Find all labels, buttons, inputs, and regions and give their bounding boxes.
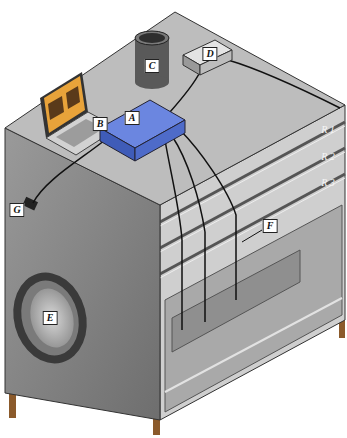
open-compartment	[165, 205, 342, 412]
callout-letter: C	[145, 59, 160, 73]
wire	[165, 140, 182, 330]
callout-letter: A	[125, 111, 140, 125]
callout-letter: D	[202, 47, 217, 61]
shelf-edge	[165, 298, 342, 392]
rack-label: R 2	[321, 152, 335, 162]
wire	[172, 136, 205, 322]
top-panel	[5, 12, 345, 205]
callout-letter: G	[9, 203, 24, 217]
display-panel	[66, 86, 80, 109]
rack-label: R 1	[321, 125, 335, 135]
callout-letter: B	[93, 117, 108, 131]
logger-box	[100, 128, 135, 161]
inlet-ring	[3, 264, 96, 372]
logger-box	[135, 120, 185, 161]
rack-slot	[160, 178, 345, 278]
wire	[228, 60, 340, 108]
wire	[180, 130, 236, 300]
leader-line	[242, 230, 262, 242]
cylinder-top	[139, 33, 165, 43]
inlet-opening	[24, 284, 80, 353]
callout-letter: F	[263, 219, 278, 233]
inlet-ring	[13, 274, 87, 362]
rack-label: R 3	[321, 178, 335, 188]
wire	[170, 72, 200, 112]
sensor-box	[183, 55, 200, 75]
cylinder-top	[135, 31, 169, 45]
display-panel	[48, 96, 64, 120]
callout-letter: E	[43, 311, 58, 325]
cylinder	[135, 75, 169, 89]
